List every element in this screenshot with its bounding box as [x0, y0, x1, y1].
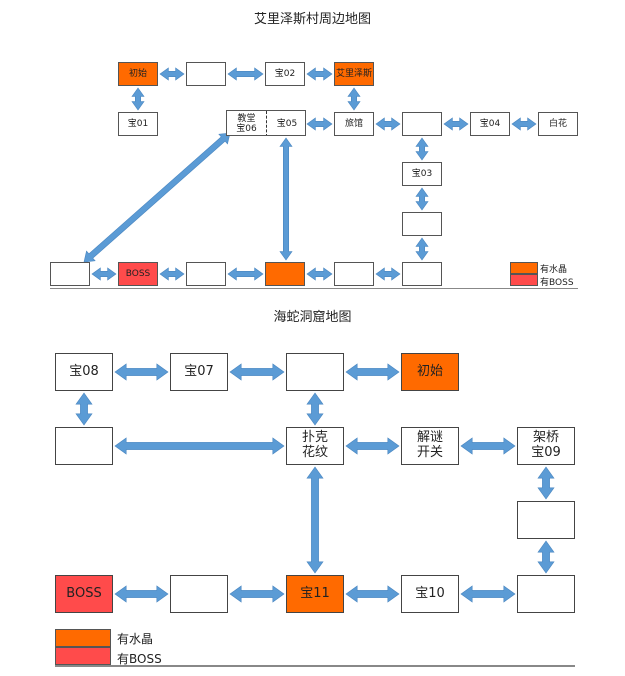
- connection-arrow: [75, 392, 93, 426]
- map2-node-empty[interactable]: [170, 575, 228, 613]
- map1-node-empty[interactable]: [186, 62, 226, 86]
- map2-baseline: [55, 665, 575, 667]
- connection-arrow: [345, 585, 400, 603]
- map2-legend-crystal-label: 有水晶: [117, 632, 154, 646]
- connection-arrow: [443, 117, 469, 131]
- connection-arrow: [511, 117, 537, 131]
- map2-node-poker-pattern[interactable]: 扑克 花纹: [286, 427, 344, 465]
- connection-arrow: [306, 67, 333, 81]
- map1-legend-boss-label: 有BOSS: [540, 278, 574, 288]
- map1-node-church-b05[interactable]: 教堂 宝06 宝05: [226, 110, 306, 136]
- map1-legend-boss-swatch: [510, 274, 538, 286]
- connection-arrow: [306, 466, 324, 574]
- map2-title: 海蛇洞窟地图: [273, 310, 352, 325]
- connection-arrow: [114, 585, 169, 603]
- map1-node-b03[interactable]: 宝03: [402, 162, 442, 186]
- map1-title: 艾里泽斯村周边地图: [253, 12, 371, 27]
- map1-node-empty[interactable]: [402, 262, 442, 286]
- connection-arrow: [375, 117, 401, 131]
- connection-arrow: [131, 87, 145, 111]
- map2-node-puzzle-switch[interactable]: 解谜 开关: [401, 427, 459, 465]
- map1-node-empty[interactable]: [186, 262, 226, 286]
- connection-arrow: [460, 585, 516, 603]
- map1-legend-crystal-label: 有水晶: [540, 265, 568, 275]
- map2-node-b08[interactable]: 宝08: [55, 353, 113, 391]
- connection-arrow: [306, 267, 333, 281]
- connection-arrow: [159, 267, 185, 281]
- map1-label-b06: 宝06: [236, 124, 257, 134]
- map1-node-empty[interactable]: [402, 212, 442, 236]
- connection-arrow: [415, 137, 429, 161]
- connection-arrow: [306, 392, 324, 426]
- map1-node-crystal[interactable]: [265, 262, 305, 286]
- map1-node-baihua[interactable]: 白花: [538, 112, 578, 136]
- map2-node-bridge-b09[interactable]: 架桥 宝09: [517, 427, 575, 465]
- map2-legend-boss-label: 有BOSS: [117, 652, 162, 666]
- connection-arrow: [83, 132, 231, 263]
- connection-arrow: [347, 87, 361, 111]
- map1-node-start[interactable]: 初始: [118, 62, 158, 86]
- map1-node-b04[interactable]: 宝04: [470, 112, 510, 136]
- connection-arrow: [227, 67, 264, 81]
- map1-node-boss[interactable]: BOSS: [118, 262, 158, 286]
- map1-node-b02[interactable]: 宝02: [265, 62, 305, 86]
- map2-node-empty[interactable]: [55, 427, 113, 465]
- map1-legend-crystal-swatch: [510, 262, 538, 274]
- connection-arrow: [279, 137, 293, 261]
- map2-legend-crystal-swatch: [55, 629, 111, 647]
- map2-node-b11[interactable]: 宝11: [286, 575, 344, 613]
- connection-arrow: [114, 437, 285, 455]
- map1-label-church: 教堂: [237, 113, 256, 124]
- connection-arrow: [114, 363, 169, 381]
- connection-arrow: [415, 187, 429, 211]
- map2-node-b07[interactable]: 宝07: [170, 353, 228, 391]
- map2-node-empty[interactable]: [286, 353, 344, 391]
- connection-arrow: [415, 237, 429, 261]
- connection-arrow: [227, 267, 264, 281]
- map2-node-boss[interactable]: BOSS: [55, 575, 113, 613]
- map1-label-b05: 宝05: [276, 118, 298, 129]
- map2-node-empty[interactable]: [517, 501, 575, 539]
- connection-arrow: [345, 437, 400, 455]
- connection-arrow: [537, 466, 555, 500]
- map2-legend-boss-swatch: [55, 647, 111, 665]
- map2-node-start[interactable]: 初始: [401, 353, 459, 391]
- connection-arrow: [537, 540, 555, 574]
- connection-arrow: [345, 363, 400, 381]
- map2-node-b10[interactable]: 宝10: [401, 575, 459, 613]
- map1-node-empty[interactable]: [402, 112, 442, 136]
- connection-arrow: [460, 437, 516, 455]
- connection-arrow: [159, 67, 185, 81]
- map1-node-b01[interactable]: 宝01: [118, 112, 158, 136]
- map1-node-inn[interactable]: 旅馆: [334, 112, 374, 136]
- connection-arrow: [91, 267, 117, 281]
- connection-arrow: [306, 117, 333, 131]
- map1-node-empty[interactable]: [334, 262, 374, 286]
- connection-arrow: [375, 267, 401, 281]
- connection-arrow: [229, 363, 285, 381]
- map1-node-ailizes[interactable]: 艾里泽斯: [334, 62, 374, 86]
- map1-baseline: [50, 288, 578, 289]
- connection-arrow: [229, 585, 285, 603]
- map2-node-empty[interactable]: [517, 575, 575, 613]
- map1-node-empty[interactable]: [50, 262, 90, 286]
